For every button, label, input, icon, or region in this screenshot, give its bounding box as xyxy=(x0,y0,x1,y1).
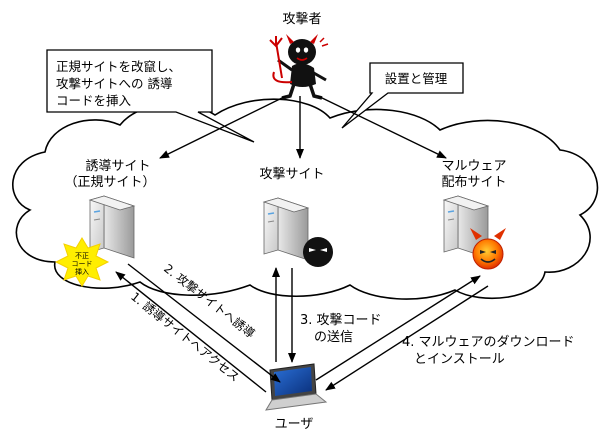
step4-label-line1: 4. マルウェアのダウンロード xyxy=(402,335,575,350)
arrow-attacker-to-malware xyxy=(317,95,447,159)
malware-site-server-icon xyxy=(442,195,490,259)
step3-label-line1: 3. 攻撃コード xyxy=(300,312,382,328)
step3-label-line2: の送信 xyxy=(314,330,353,345)
arrow-step4-malware-to-user xyxy=(325,285,489,391)
arrow-step2-redirect-to-user xyxy=(127,263,281,383)
user-laptop-icon xyxy=(265,363,328,411)
arrow-step4-user-to-malware xyxy=(315,275,481,381)
redirect-site-server-icon xyxy=(88,195,136,259)
arrow-step1-user-to-redirect xyxy=(115,271,267,393)
attack-site-label: 攻撃サイト xyxy=(259,166,324,182)
attacker-label: 攻撃者 xyxy=(282,11,321,27)
tamper-callout-line3: コードを挿入 xyxy=(56,93,132,108)
arrow-attacker-to-redirect xyxy=(159,95,287,159)
tamper-callout: 正規サイトを改竄し、 攻撃サイトへの 誘導 コードを挿入 xyxy=(46,49,255,143)
evil-face-icon xyxy=(303,237,333,267)
attacker-devil-icon xyxy=(269,34,329,100)
redirect-site-label-1: 誘導サイト xyxy=(85,159,150,174)
user-label: ユーザ xyxy=(275,417,314,432)
attack-site-server-icon xyxy=(262,197,310,261)
manage-callout-text: 設置と管理 xyxy=(385,71,448,86)
malware-site-label-1: マルウェア xyxy=(441,159,506,174)
badge-line3: 挿入 xyxy=(75,267,89,276)
step4-label-line2: とインストール xyxy=(414,352,505,367)
tamper-callout-line1: 正規サイトを改竄し、 xyxy=(56,59,181,74)
badge-line2: コード xyxy=(72,260,93,268)
devil-face-icon xyxy=(470,228,506,270)
redirect-site-label-2: （正規サイト） xyxy=(64,175,155,190)
tamper-callout-line2: 攻撃サイトへの 誘導 xyxy=(56,76,172,91)
manage-callout: 設置と管理 xyxy=(341,62,464,129)
malware-site-label-2: 配布サイト xyxy=(441,175,506,190)
malicious-code-badge: 不正 コード 挿入 xyxy=(54,237,110,287)
badge-line1: 不正 xyxy=(75,252,89,260)
